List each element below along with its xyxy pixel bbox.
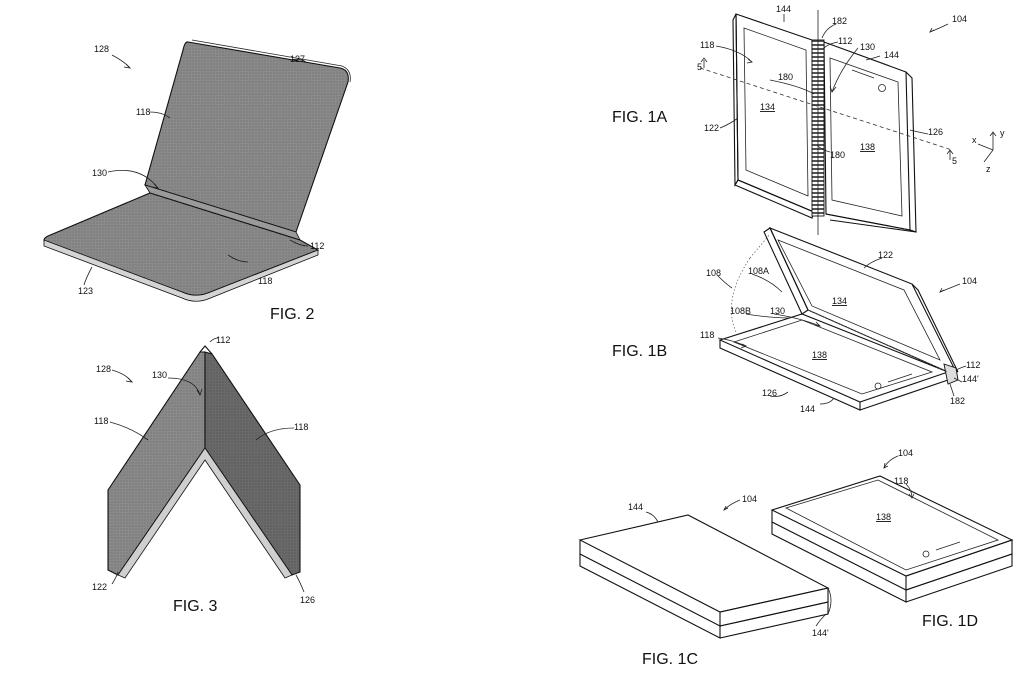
fig1b-ref-182: 182 [950, 396, 965, 406]
fig3-ref-112: 112 [216, 335, 230, 345]
fig2-device [43, 39, 351, 302]
fig1d-label: FIG. 1D [922, 613, 978, 630]
fig1b-ref-144-prime: 144' [962, 374, 979, 384]
fig1b-label: FIG. 1B [612, 343, 667, 360]
fig3-label: FIG. 3 [173, 598, 218, 615]
fig1c-ref-144-prime: 144' [812, 628, 829, 638]
fig2-ref-130: 130 [92, 168, 107, 178]
fig1a-ref-126: 126 [928, 127, 943, 137]
fig1a-device [699, 10, 953, 235]
fig1b-ref-138: 138 [812, 350, 827, 360]
fig2-label: FIG. 2 [270, 306, 315, 323]
fig1b-ref-104: 104 [962, 276, 977, 286]
fig1a-ref-118: 118 [700, 40, 714, 50]
fig3-ref-126: 126 [300, 595, 315, 605]
fig1a-ref-5-left: 5 [697, 62, 702, 72]
fig1b-ref-108a: 108A [748, 266, 769, 276]
fig1d-ref-138: 138 [876, 512, 891, 522]
fig2-ref-112: 112 [310, 241, 324, 251]
fig3-ref-128: 128 [96, 364, 111, 374]
fig1a-axis-z: z [986, 164, 991, 174]
fig1b-ref-134: 134 [832, 296, 847, 306]
fig3-leaders [109, 337, 305, 593]
fig2-ref-118-upper: 118 [136, 107, 150, 117]
fig1c-leaders [645, 499, 827, 627]
fig1a-ref-180-upper: 180 [778, 72, 793, 82]
fig1a-ref-180-lower: 180 [830, 150, 845, 160]
fig1a-ref-182: 182 [832, 16, 847, 26]
fig1c-label: FIG. 1C [642, 651, 698, 668]
fig1b-ref-122: 122 [878, 250, 893, 260]
fig1d-leaders [883, 455, 915, 499]
fig1a-label: FIG. 1A [612, 109, 667, 126]
fig1b-ref-144: 144 [800, 404, 815, 414]
fig3-ref-122: 122 [92, 582, 107, 592]
fig1b-ref-126: 126 [762, 388, 777, 398]
fig2-ref-123: 123 [78, 286, 93, 296]
fig1a-ref-144-right: 144 [884, 50, 899, 60]
fig3-ref-118-left: 118 [94, 416, 108, 426]
fig1c-ref-144: 144 [628, 502, 643, 512]
fig1a-ref-122: 122 [704, 123, 719, 133]
fig1b-device [718, 226, 959, 411]
fig2-leaders [83, 54, 309, 286]
fig1b-ref-108: 108 [706, 268, 721, 278]
fig2-ref-127: 127 [290, 54, 305, 64]
fig2-ref-128: 128 [94, 44, 109, 54]
fig1a-ref-144-top: 144 [776, 4, 791, 14]
fig3-ref-130: 130 [152, 370, 167, 380]
fig1d-ref-104: 104 [898, 448, 913, 458]
fig1d-device [770, 475, 1014, 603]
fig1a-axis-x: x [972, 135, 977, 145]
fig3-ref-118-right: 118 [294, 422, 308, 432]
fig1d-ref-118: 118 [894, 476, 908, 486]
fig1c-device [578, 514, 832, 639]
fig1a-ref-138: 138 [860, 142, 875, 152]
fig1a-ref-5-right: 5 [952, 156, 957, 166]
fig1b-ref-130: 130 [770, 306, 785, 316]
fig1a-ref-112: 112 [838, 36, 852, 46]
fig3-device [107, 345, 301, 579]
fig1a-leaders [700, 14, 997, 163]
fig1a-ref-130: 130 [860, 42, 875, 52]
fig1a-ref-134: 134 [760, 102, 775, 112]
fig1a-ref-104: 104 [952, 14, 967, 24]
fig1b-leaders [717, 257, 967, 405]
fig1b-ref-108b: 108B [730, 306, 751, 316]
fig1b-ref-112: 112 [966, 360, 980, 370]
fig1a-axis-y: y [1000, 128, 1005, 138]
fig2-ref-118-lower: 118 [258, 276, 272, 286]
fig1b-ref-118: 118 [700, 330, 714, 340]
fig1c-ref-104: 104 [742, 494, 757, 504]
